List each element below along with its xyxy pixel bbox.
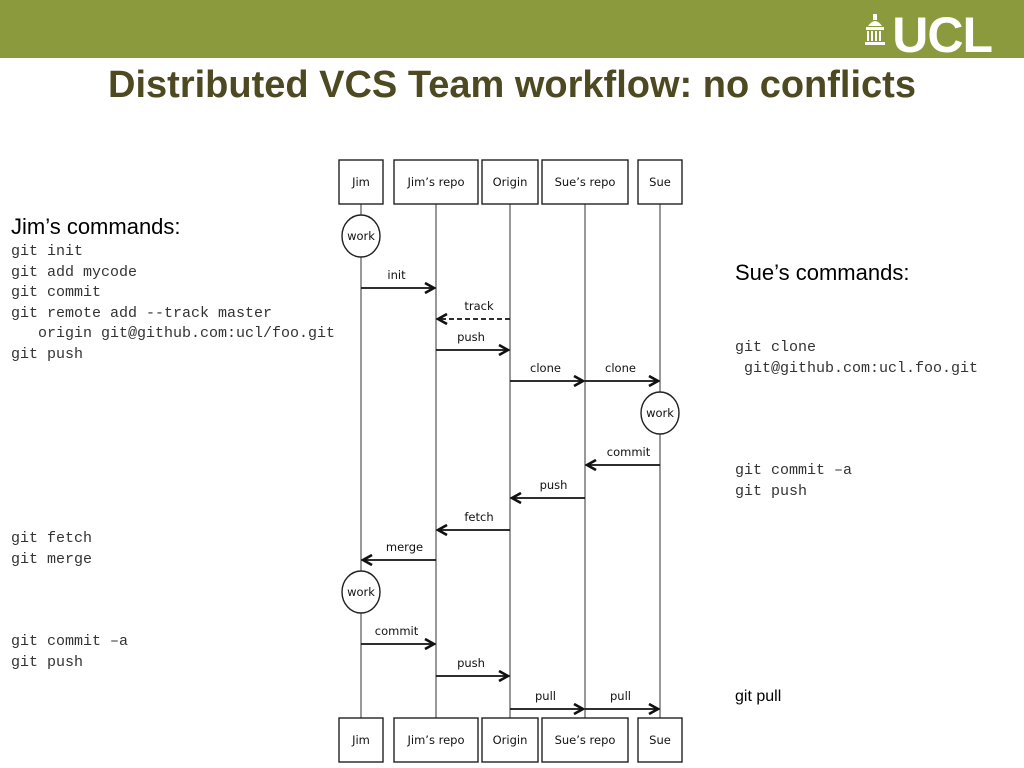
message-label-commit: commit: [607, 445, 651, 459]
slide-title: Distributed VCS Team workflow: no confli…: [108, 64, 916, 106]
participant-label-sues-repo-top: Sue’s repo: [555, 175, 616, 189]
jim-commands-commit: git commit –a git push: [11, 633, 129, 671]
message-label-init: init: [387, 268, 406, 282]
participant-box-sues-repo-top: [541, 159, 629, 205]
message-label-clone: clone: [605, 361, 636, 375]
participant-label-jim-bottom: Jim: [351, 733, 370, 747]
sue-commands-pull: git pull: [735, 688, 782, 705]
portico-icon: [865, 14, 886, 45]
ucl-logo: UCL: [864, 7, 993, 63]
message-label-clone: clone: [530, 361, 561, 375]
activity-jim: [341, 570, 381, 614]
jim-commands-fetch: git fetch git merge: [11, 530, 93, 568]
sue-commands-commit: git commit –a git push: [735, 462, 853, 500]
message-label-push: push: [457, 656, 485, 670]
participant-label-jims-repo-bottom: Jim’s repo: [407, 733, 465, 747]
sue-commands-clone: git clone git@github.com:ucl.foo.git: [735, 339, 979, 377]
jim-heading: Jim’s commands:: [11, 214, 181, 239]
message-label-push: push: [540, 478, 568, 492]
activity-label: work: [347, 229, 375, 243]
activity-sue: [640, 391, 680, 435]
participant-box-jim-top: [338, 159, 384, 205]
activity-jim: [341, 214, 381, 258]
participant-label-sue-bottom: Sue: [649, 733, 671, 747]
participant-label-sues-repo-bottom: Sue’s repo: [555, 733, 616, 747]
participant-box-jims-repo-bottom: [393, 717, 479, 763]
participant-label-origin-bottom: Origin: [493, 733, 528, 747]
participant-box-origin-top: [481, 159, 539, 205]
participant-box-jim-bottom: [338, 717, 384, 763]
message-label-pull: pull: [535, 689, 556, 703]
participant-box-origin-bottom: [481, 717, 539, 763]
message-label-merge: merge: [386, 540, 423, 554]
participant-label-sue-top: Sue: [649, 175, 671, 189]
activity-label: work: [347, 585, 375, 599]
participant-label-origin-top: Origin: [493, 175, 528, 189]
activity-label: work: [646, 406, 674, 420]
sue-heading: Sue’s commands:: [735, 260, 910, 285]
message-label-pull: pull: [610, 689, 631, 703]
participant-label-jim-top: Jim: [351, 175, 370, 189]
participant-label-jims-repo-top: Jim’s repo: [407, 175, 465, 189]
message-label-push: push: [457, 330, 485, 344]
logo-text: UCL: [892, 7, 993, 63]
jim-commands-setup: git init git add mycode git commit git r…: [11, 243, 336, 363]
message-label-fetch: fetch: [464, 510, 493, 524]
participant-box-sue-top: [637, 159, 683, 205]
participant-box-sue-bottom: [637, 717, 683, 763]
message-label-commit: commit: [375, 624, 419, 638]
participant-box-sues-repo-bottom: [541, 717, 629, 763]
participant-box-jims-repo-top: [393, 159, 479, 205]
header-bar: UCL: [0, 0, 1024, 63]
message-label-track: track: [464, 299, 494, 313]
